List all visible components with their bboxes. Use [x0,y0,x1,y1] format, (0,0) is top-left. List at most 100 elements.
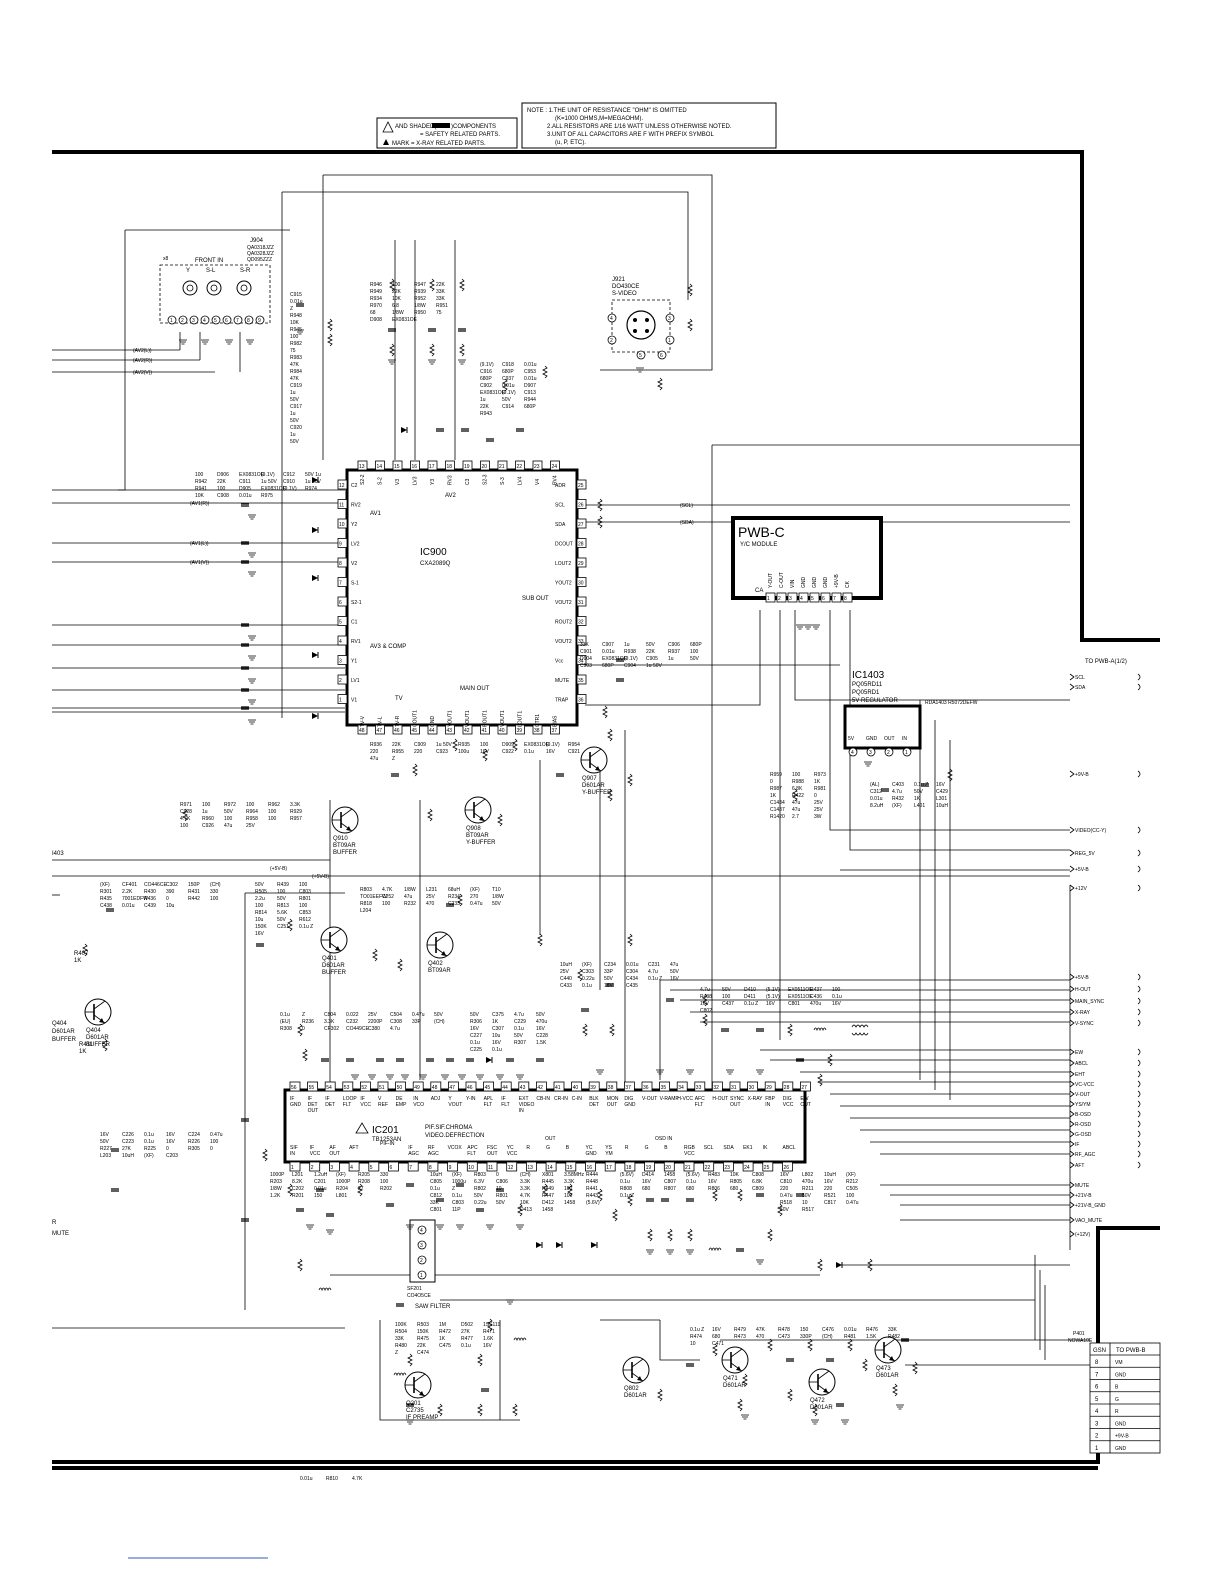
ic201-pin-label: Y-IN [466,1096,476,1102]
ic201-pin-label: G [546,1145,550,1151]
component-label: R937 [668,649,680,655]
component-label: 3.3K [520,1186,531,1192]
component-label: 50V [492,901,502,907]
pin-number: 51 [379,1085,385,1091]
component-label: (5.6V) [620,1172,634,1178]
bracket-icon [1137,884,1141,892]
saw-label: SAW FILTER [415,1304,451,1310]
ic900-pin-label: BIAS [553,715,559,727]
gsn-pin-label: R [1115,1409,1119,1415]
resistor-icon [687,283,693,297]
component-label: R442 [188,896,200,902]
component-label: R478 [778,1327,790,1333]
transistor-part: D601AR [810,1405,833,1411]
capacitor-icon [256,943,264,947]
ic201-pin-label: H-VCC [677,1096,693,1102]
component-label: 100 [380,1179,389,1185]
component-label: R949 [370,289,382,295]
component-label: 50V 1u [305,472,321,478]
ic900-pin-label: ROUT2 [555,620,572,626]
resistor-icon [487,1318,493,1332]
ground-icon [225,339,233,345]
component-label: 0.01u [239,493,252,499]
ic-pin [337,479,348,490]
component-label: C304 [626,969,638,975]
component-label: 1/8W [492,894,504,900]
component-label: 1u [480,397,486,403]
connector-arrow-icon [1069,1150,1075,1158]
component-label: 0.1u Z [648,976,662,982]
capacitor-icon [721,1028,729,1032]
jack-pin [244,315,254,325]
resistor-icon [457,893,463,907]
ic201-ref: IC201 [372,1125,399,1136]
connector-arrow-icon [1069,1100,1075,1108]
component-label: 10u [255,917,264,923]
signal-label: (AV2(L)) [133,348,152,354]
capacitor-icon [241,541,249,545]
component-label: 1.2K [270,1193,281,1199]
component-label: 47u [670,962,679,968]
mid-signal-label: (+5V-B) [270,866,287,872]
component-label: C433 [560,983,572,989]
ic900-block-label: AV1 [370,511,382,517]
component-label: 4.7u [390,1026,400,1032]
component-label: C474 [417,1350,429,1356]
ic-pin [337,538,348,548]
svg-text:1: 1 [668,338,671,344]
pin-number: 2 [778,596,781,602]
component-label: L204 [360,908,371,914]
component-label: R208 [358,1179,370,1185]
component-label: R212 [846,1179,858,1185]
component-label: EX0831OE [524,742,550,748]
transistor-role: IF PREAMP [406,1415,438,1421]
component-label: R957 [290,816,302,822]
ic-pin [462,724,473,735]
connector-arrow-icon [1069,1048,1075,1056]
svg-text:5: 5 [639,353,642,359]
ic201-pin-label: IF [408,1145,412,1151]
ground-icon [804,624,812,630]
pwba-signal-label: +12V [1075,886,1087,892]
svg-text:I403: I403 [52,851,64,857]
component-label: 16V [470,1026,480,1032]
component-label: 1u [202,809,208,815]
component-label: C380 [368,1026,380,1032]
resistor-icon [287,1183,293,1197]
pwba-signal-label: H-OUT [1075,987,1091,993]
component-label: Z [452,1186,455,1192]
ic201-pin-label: EK1 [743,1145,753,1151]
component-label: R518 [780,1200,792,1206]
capacitor-icon [921,783,929,787]
component-label: L201 [292,1172,303,1178]
ic201-pin-label: GND [586,1151,598,1157]
component-label: R443 [586,1193,598,1199]
component-label: D904 [580,656,592,662]
transistor-role: BUFFER [322,970,347,976]
component-label: (AL) [870,782,880,788]
ic-pin [624,1161,636,1172]
component-label: R205 [358,1172,370,1178]
component-label: 3.3K [290,802,301,808]
ic-pin [676,1081,688,1092]
ic-pin [723,1161,734,1172]
ic-pin [445,460,455,471]
ic900-pin-label: S2-3 [483,474,489,485]
component-label: 16V [832,1001,842,1007]
ic900-pin-label: VOUT1 [465,710,471,727]
ground-icon [428,359,436,365]
pin-number: 55 [309,1085,315,1091]
component-label: 1M [439,1322,446,1328]
pin-number: 22 [705,1165,711,1171]
component-label: C229 [514,1019,526,1025]
component-label: R236 [302,1019,314,1025]
bracket-icon [1137,973,1141,981]
ic201-pin-label: IN [519,1108,524,1114]
transistor-role: Y-BUFFER [582,790,612,796]
capacitor-icon [241,503,249,507]
component-label: R482 [888,1334,900,1340]
transistor-part: D601AR [86,1035,109,1041]
component-label: 10uH [824,1172,836,1178]
